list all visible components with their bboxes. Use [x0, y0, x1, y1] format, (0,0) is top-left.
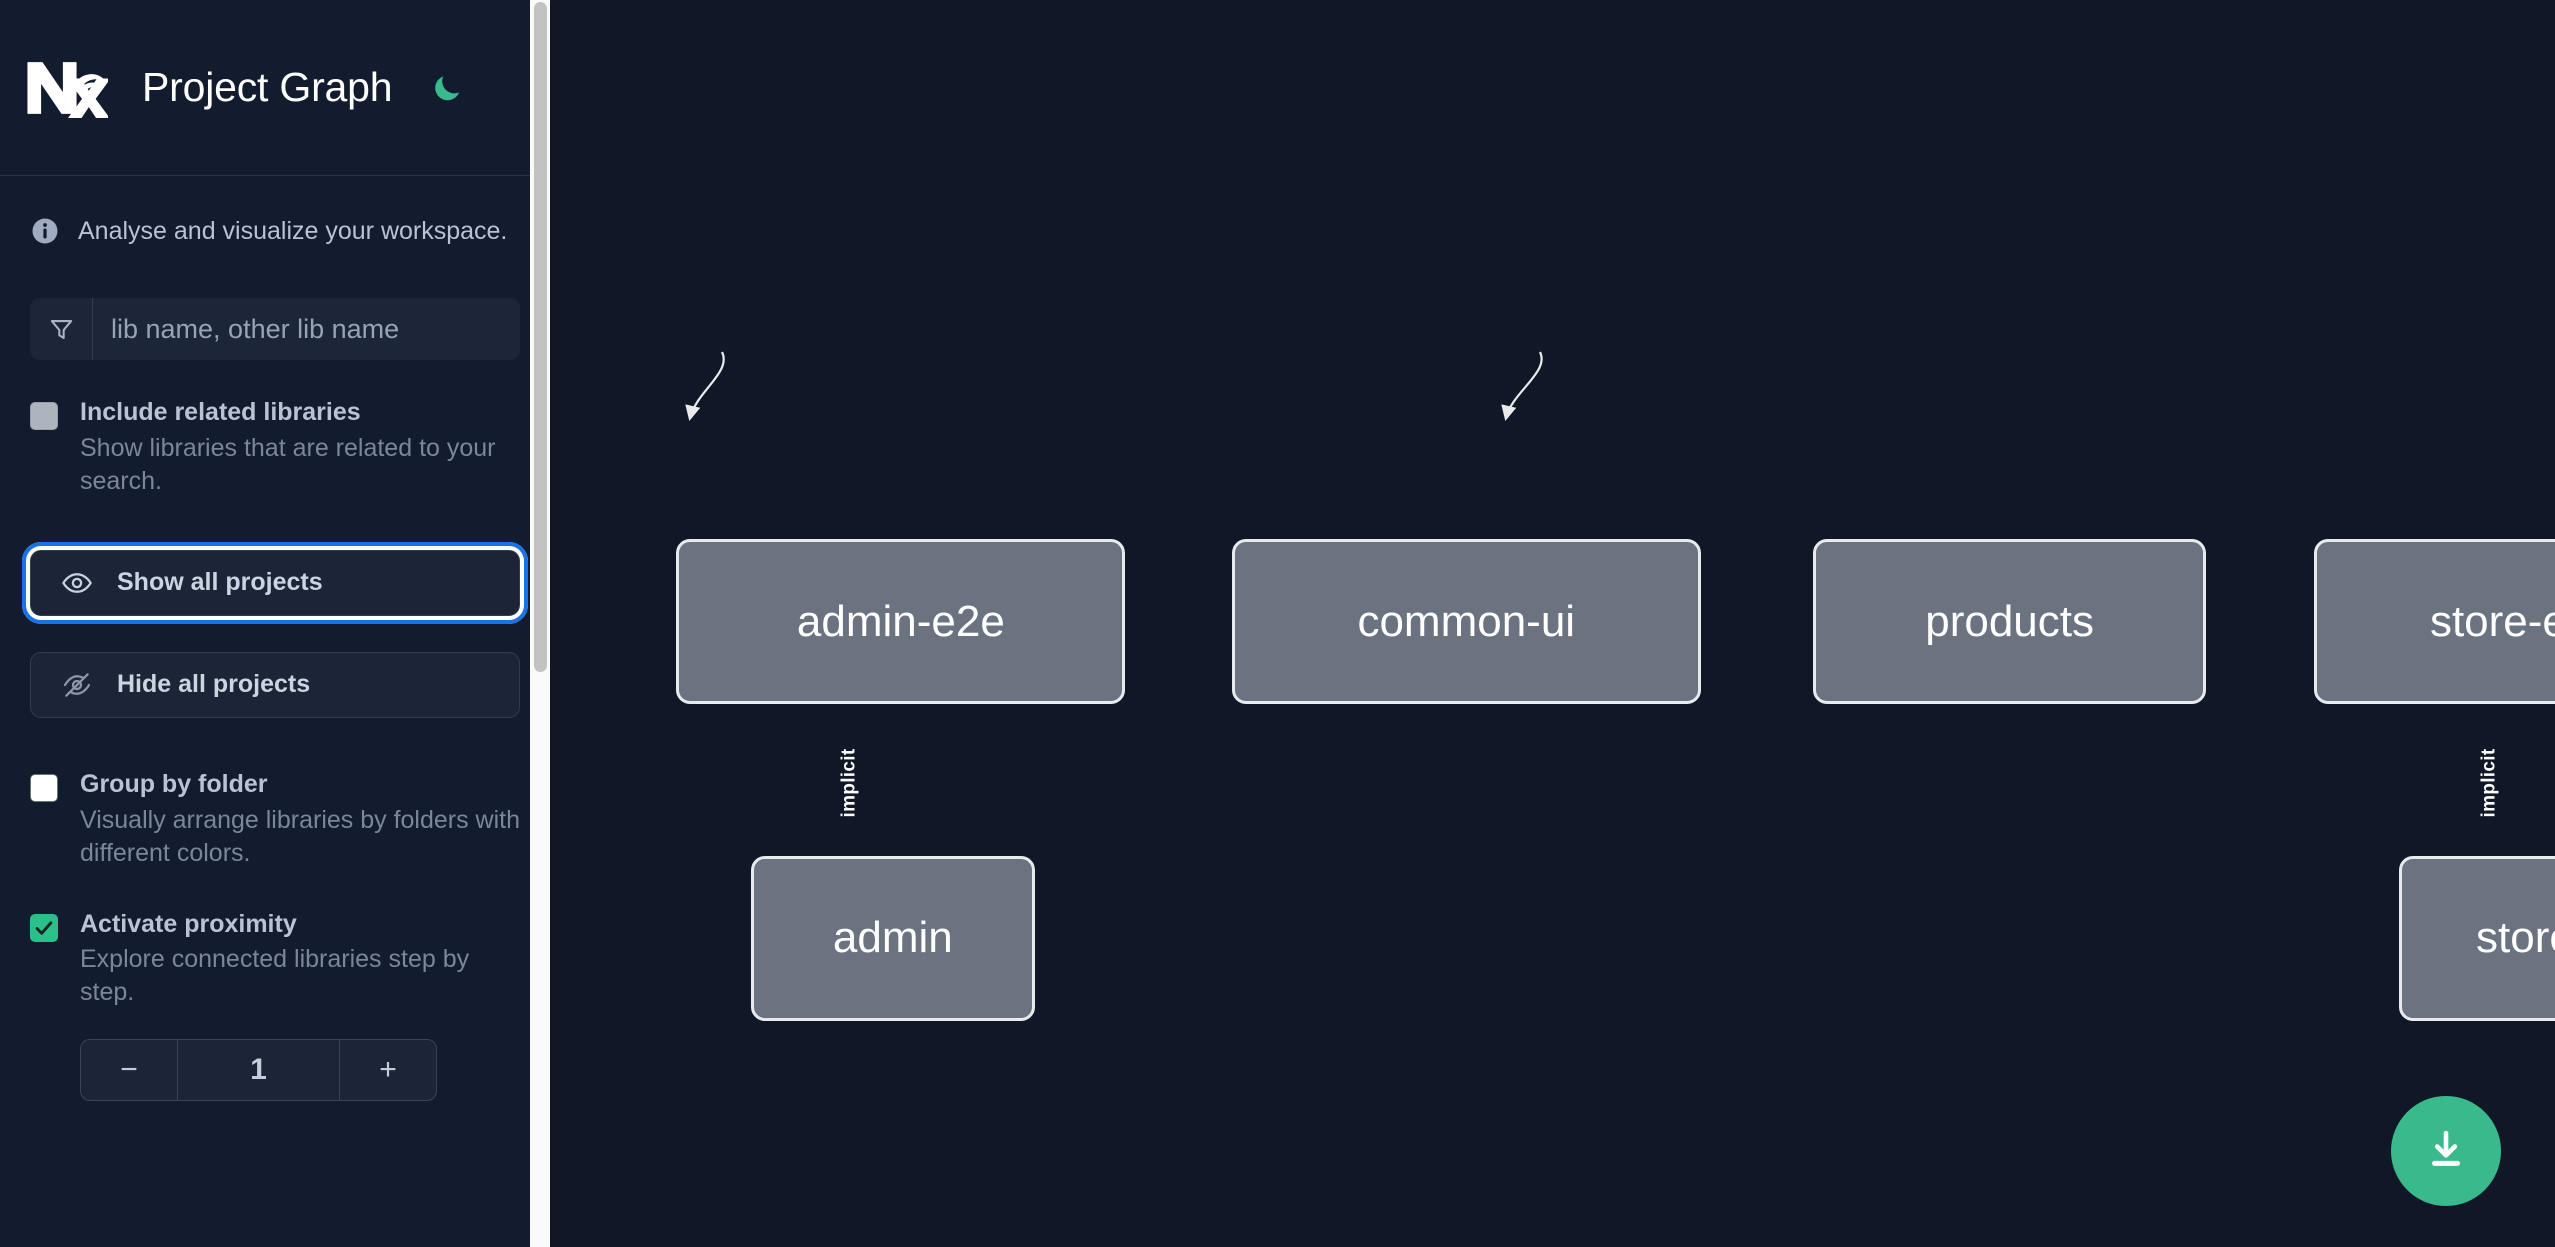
sidebar-scrollbar[interactable] — [530, 0, 550, 1247]
hide-all-projects-button[interactable]: Hide all projects — [30, 651, 520, 718]
workspace-info-text: Analyse and visualize your workspace. — [78, 216, 508, 245]
sidebar: Project Graph Analyse and visualize your… — [0, 0, 550, 1247]
nx-logo-icon — [26, 58, 111, 119]
eye-off-icon — [59, 667, 95, 703]
include-related-libraries-label: Include related libraries — [80, 398, 361, 426]
sidebar-header: Project Graph — [0, 0, 550, 176]
graph-canvas[interactable]: admin-e2e common-ui products store-e2e admin… — [550, 0, 2555, 1247]
graph-node-common-ui[interactable]: common-ui — [1231, 539, 1701, 704]
activate-proximity-label: Activate proximity — [80, 909, 297, 938]
workspace-info: Analyse and visualize your workspace. — [30, 216, 520, 246]
option-activate-proximity[interactable]: Activate proximity Explore connected lib… — [30, 910, 520, 1010]
graph-node-products[interactable]: products — [1813, 539, 2207, 704]
option-include-related-libraries[interactable]: Include related libraries Show libraries… — [30, 398, 520, 498]
eye-icon — [59, 565, 95, 601]
sidebar-scrollbar-thumb[interactable] — [534, 2, 547, 672]
include-related-libraries-description: Show libraries that are related to your … — [80, 433, 496, 495]
group-by-folder-description: Visually arrange libraries by folders wi… — [80, 805, 521, 867]
proximity-increment-button[interactable]: + — [339, 1040, 436, 1101]
activate-proximity-checkbox[interactable] — [30, 913, 58, 942]
search-input[interactable] — [93, 298, 520, 360]
edge-label-store-e2e-to-store: implicit — [2478, 748, 2500, 818]
filter-icon — [30, 298, 93, 360]
page-title: Project Graph — [142, 64, 393, 110]
graph-node-store[interactable]: store — [2398, 856, 2555, 1021]
download-button[interactable] — [2391, 1096, 2501, 1206]
group-by-folder-checkbox[interactable] — [30, 773, 58, 802]
proximity-value: 1 — [250, 1053, 267, 1087]
sidebar-body: Analyse and visualize your workspace. In… — [0, 216, 550, 1102]
show-all-projects-label: Show all projects — [117, 568, 323, 597]
activate-proximity-description: Explore connected libraries step by step… — [80, 945, 470, 1007]
graph-node-store-e2e[interactable]: store-e2e — [2314, 539, 2555, 704]
option-group-by-folder[interactable]: Group by folder Visually arrange librari… — [30, 770, 520, 870]
group-by-folder-label: Group by folder — [80, 769, 268, 798]
moon-icon[interactable] — [424, 65, 470, 111]
download-icon — [2423, 1127, 2469, 1176]
info-icon — [30, 216, 60, 246]
search-bar[interactable] — [30, 298, 520, 360]
proximity-decrement-button[interactable]: − — [81, 1040, 178, 1101]
hide-all-projects-label: Hide all projects — [117, 670, 311, 699]
graph-node-admin[interactable]: admin — [750, 856, 1036, 1021]
edge-label-admin-e2e-to-admin: implicit — [838, 748, 860, 818]
include-related-libraries-checkbox[interactable] — [30, 402, 58, 430]
proximity-stepper[interactable]: − 1 + — [80, 1039, 437, 1102]
check-icon — [35, 920, 53, 935]
show-all-projects-button[interactable]: Show all projects — [22, 541, 528, 624]
graph-node-admin-e2e[interactable]: admin-e2e — [676, 539, 1126, 704]
